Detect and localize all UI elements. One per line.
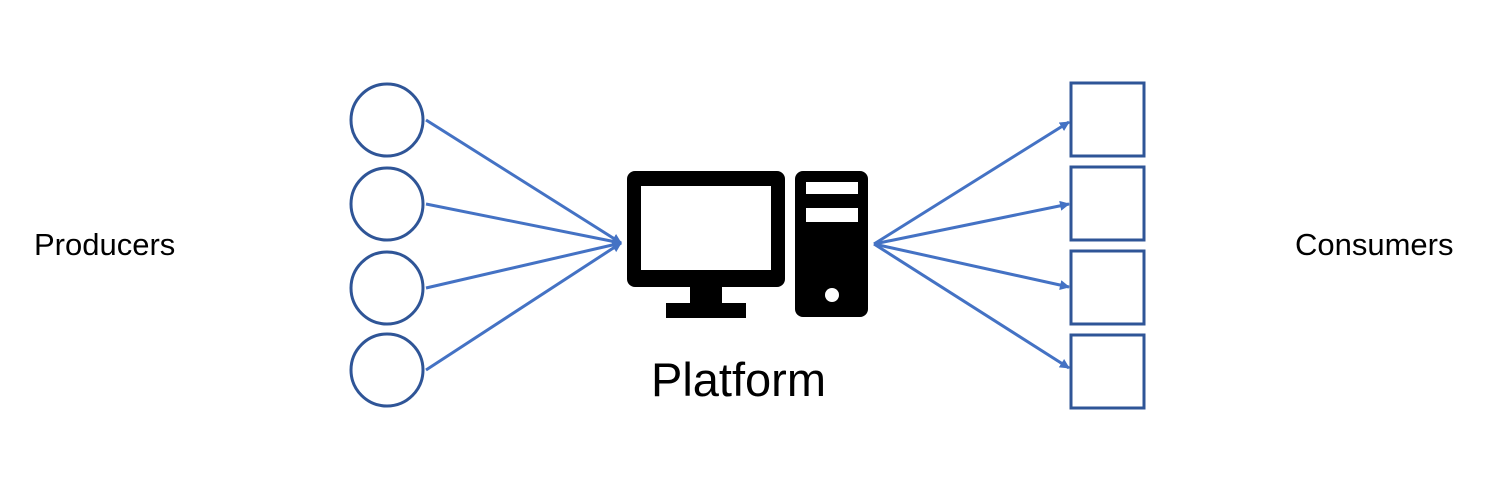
consumer-arrow <box>873 242 1070 290</box>
producers-label: Producers <box>34 227 176 262</box>
consumer-arrow <box>873 120 1070 246</box>
producer-node <box>349 332 425 408</box>
computer-icon <box>627 171 868 318</box>
producer-arrow <box>425 240 622 290</box>
producer-nodes <box>349 82 425 408</box>
consumer-arrow <box>873 242 1070 370</box>
producer-node <box>349 82 425 158</box>
consumer-node <box>1069 249 1146 326</box>
producer-node <box>349 250 425 326</box>
consumers-label: Consumers <box>1295 227 1454 262</box>
consumer-arrows <box>873 120 1070 370</box>
consumer-node <box>1069 165 1146 242</box>
consumer-node <box>1069 81 1146 158</box>
consumer-arrow <box>873 200 1070 246</box>
producer-arrows <box>425 118 622 372</box>
producer-arrow <box>425 202 622 247</box>
producer-arrow <box>425 118 622 245</box>
producer-arrow <box>425 241 622 372</box>
tower-icon <box>795 171 868 317</box>
consumer-node <box>1069 333 1146 410</box>
producer-node <box>349 166 425 242</box>
platform-label: Platform <box>651 353 826 406</box>
consumer-nodes <box>1069 81 1146 410</box>
